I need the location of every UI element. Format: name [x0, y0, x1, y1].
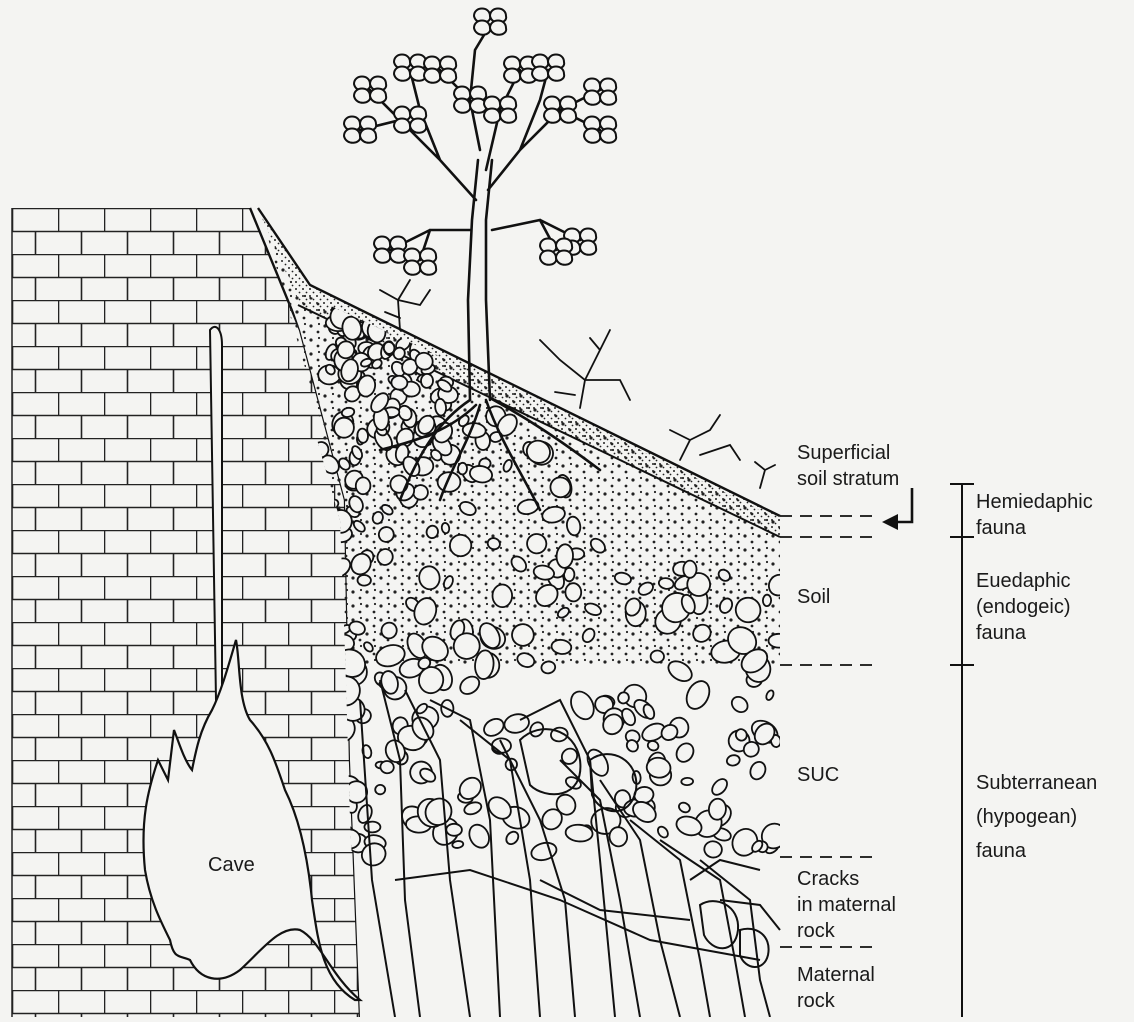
pebble	[391, 375, 408, 390]
leaf-cluster	[504, 69, 520, 83]
leaf-cluster	[360, 129, 376, 143]
label-superficial-soil-stratum: Superficial soil stratum	[797, 440, 899, 492]
pebble	[681, 778, 693, 786]
tree-foliage	[344, 9, 616, 275]
label-maternal-rock: Maternal rock	[797, 962, 875, 1014]
pebble	[364, 821, 380, 832]
pebble	[357, 575, 371, 586]
leaf-cluster	[500, 109, 516, 123]
pebble	[763, 595, 772, 607]
pebble	[556, 544, 574, 568]
leaf-cluster	[454, 99, 470, 113]
leaf-cluster	[548, 67, 564, 81]
fauna-bracket	[950, 484, 974, 1017]
leaf-cluster	[474, 21, 490, 35]
arrow-icon	[882, 488, 912, 530]
leaf-cluster	[580, 241, 596, 255]
leaf-cluster	[374, 249, 390, 263]
pebble	[446, 824, 462, 836]
pebble	[493, 585, 513, 608]
leaf-cluster	[484, 109, 500, 123]
leaf-cluster	[490, 21, 506, 35]
label-hemiedaphic-fauna: Hemiedaphic fauna	[976, 489, 1093, 541]
label-suc: SUC	[797, 762, 839, 788]
label-soil: Soil	[797, 584, 830, 610]
leaf-cluster	[544, 109, 560, 123]
leaf-cluster	[600, 91, 616, 105]
pebble	[356, 477, 371, 494]
leaf-cluster	[344, 129, 360, 143]
leaf-cluster	[404, 261, 420, 275]
leaf-cluster	[440, 69, 456, 83]
leaf-cluster	[540, 251, 556, 265]
pebble	[683, 561, 696, 578]
pebble	[452, 840, 464, 848]
leaf-cluster	[600, 129, 616, 143]
leaf-cluster	[370, 89, 386, 103]
pebble	[492, 738, 512, 753]
leaf-cluster	[532, 67, 548, 81]
leaf-cluster	[584, 91, 600, 105]
leaf-cluster	[560, 109, 576, 123]
leaf-cluster	[424, 69, 440, 83]
pebble	[375, 785, 385, 795]
leaf-cluster	[420, 261, 436, 275]
leaf-cluster	[394, 119, 410, 133]
label-euedaphic-fauna: Euedaphic (endogeic) fauna	[976, 568, 1071, 646]
pebble	[458, 463, 468, 475]
pebble	[357, 428, 369, 443]
label-subterranean-fauna: Subterranean (hypogean) fauna	[976, 766, 1097, 868]
leaf-cluster	[354, 89, 370, 103]
pebble	[421, 373, 434, 388]
leaf-cluster	[394, 67, 410, 81]
pebble	[650, 650, 664, 663]
leaf-cluster	[410, 119, 426, 133]
pebble	[769, 634, 790, 648]
label-cracks-in-maternal-rock: Cracks in maternal rock	[797, 866, 896, 944]
label-cave: Cave	[208, 852, 255, 878]
leaf-cluster	[556, 251, 572, 265]
pebble	[565, 583, 581, 602]
leaf-cluster	[584, 129, 600, 143]
